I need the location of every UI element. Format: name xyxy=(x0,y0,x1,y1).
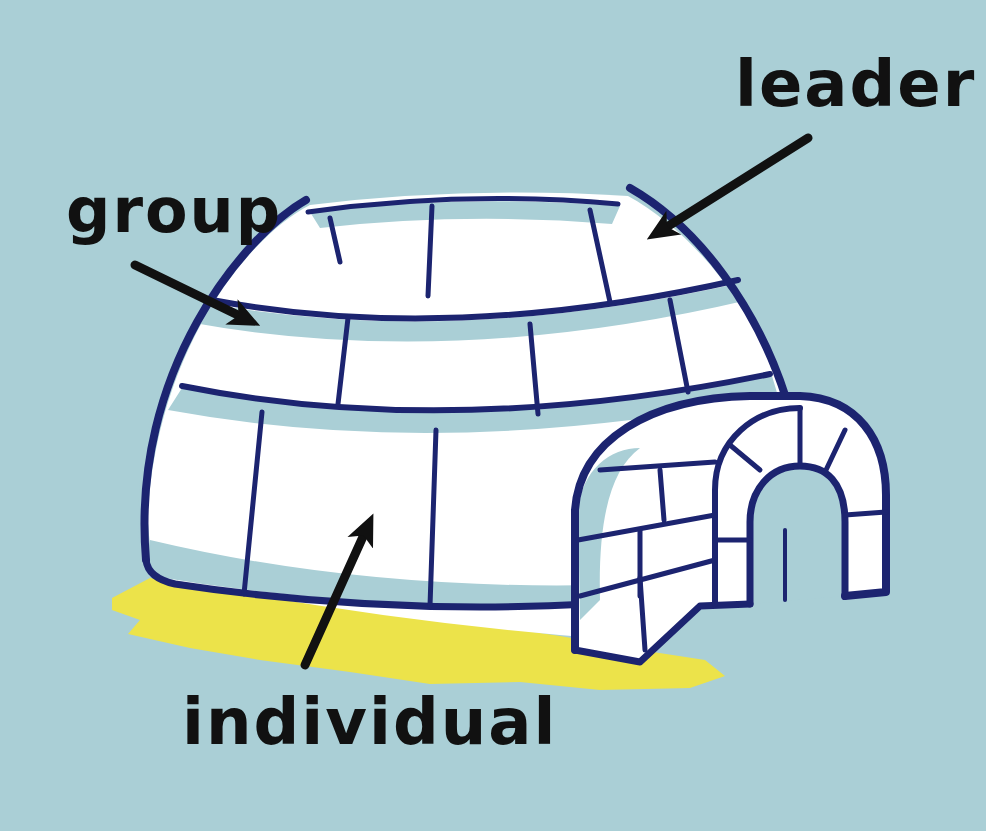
tunnel-base xyxy=(575,604,750,662)
brick-line xyxy=(430,430,436,606)
brick-line xyxy=(530,324,538,414)
brick-line xyxy=(578,515,715,540)
brick-line xyxy=(660,470,664,520)
dome-base xyxy=(146,560,590,607)
tunnel-body xyxy=(575,396,886,660)
tunnel-door xyxy=(750,466,845,604)
row-line xyxy=(212,280,738,318)
door-outline xyxy=(750,466,845,604)
front-arch xyxy=(715,408,800,604)
dome-outline xyxy=(630,188,786,398)
brick-line xyxy=(640,578,645,650)
brick-line xyxy=(428,206,432,296)
pointer-arrow xyxy=(135,265,244,318)
brick-line xyxy=(580,560,715,596)
brick-line xyxy=(590,210,610,302)
part-label: leader xyxy=(735,52,976,116)
part-label: group xyxy=(66,180,282,242)
shade-band xyxy=(146,540,600,606)
brick-line xyxy=(845,512,886,515)
brick-line xyxy=(798,408,803,466)
brick-line xyxy=(330,218,340,262)
part-label: individual xyxy=(182,690,557,754)
brick-line xyxy=(715,538,750,543)
tunnel-outline xyxy=(575,396,886,650)
brick-line xyxy=(600,462,715,470)
pointer-arrow xyxy=(662,138,808,230)
entrance-tunnel xyxy=(575,396,886,662)
brick-line xyxy=(338,318,348,404)
brick-line xyxy=(244,412,262,594)
pointer-arrow xyxy=(305,530,366,665)
brick-line xyxy=(783,530,787,600)
brick-line xyxy=(670,300,688,392)
brick-line xyxy=(730,445,760,470)
brick-line xyxy=(826,430,845,470)
tunnel-lines xyxy=(575,396,886,662)
row-line xyxy=(308,199,618,212)
dome-outline xyxy=(144,200,306,560)
